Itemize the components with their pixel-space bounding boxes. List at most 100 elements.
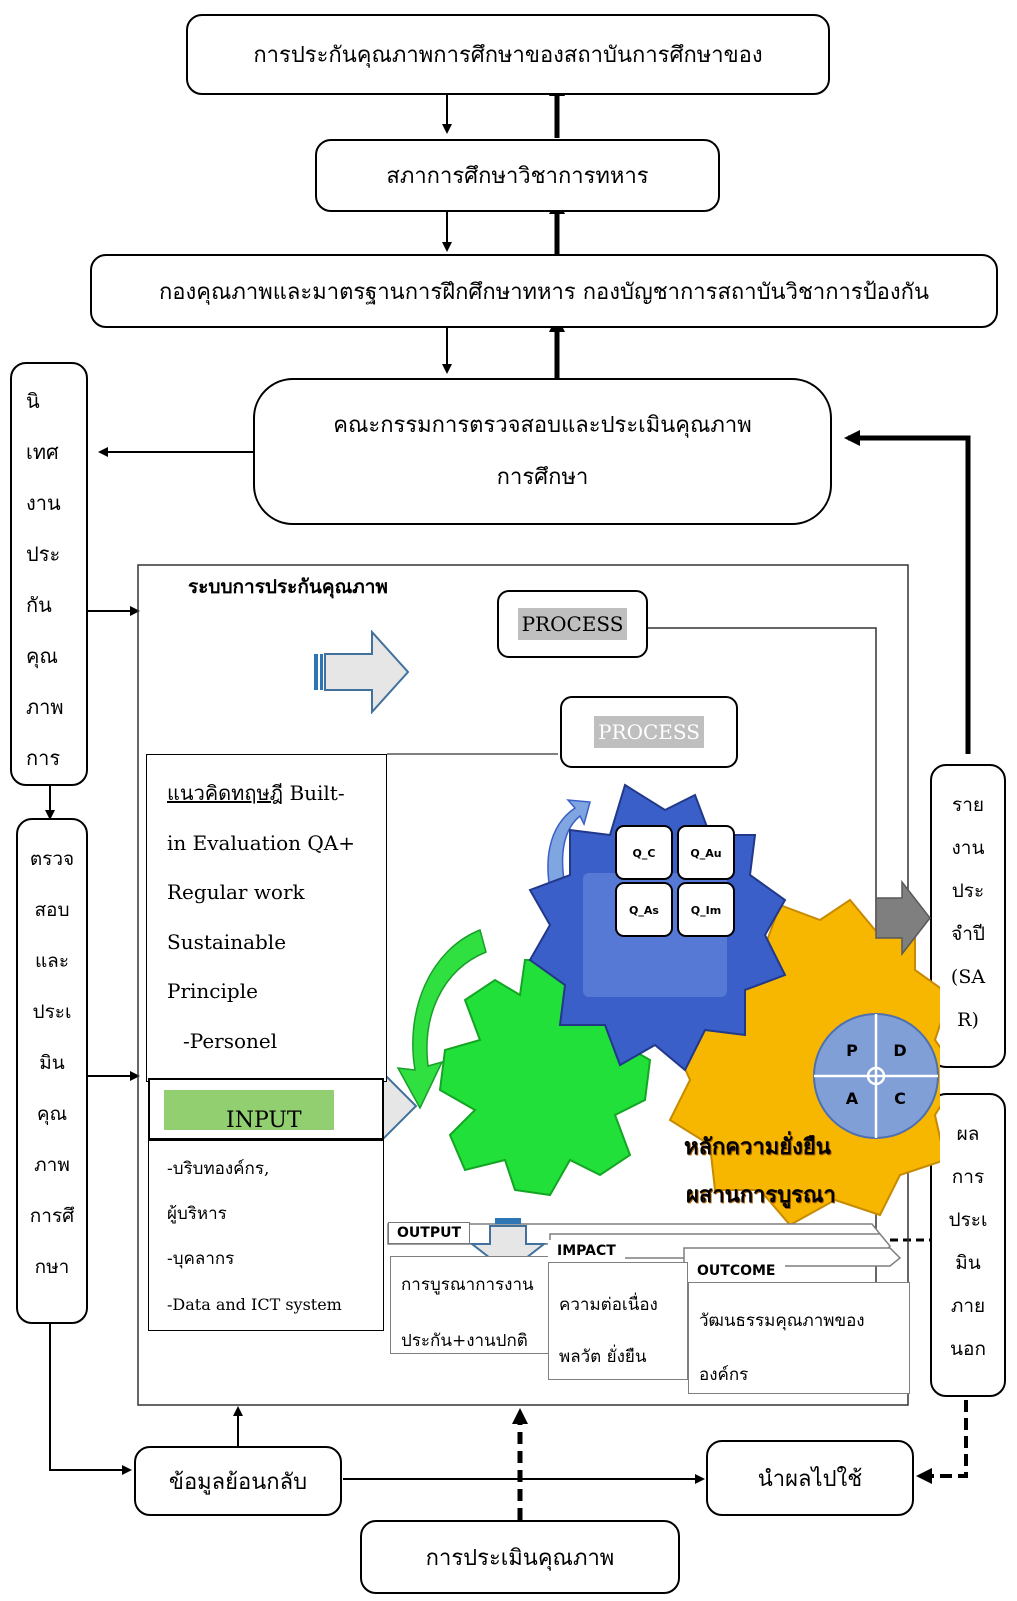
system-title: ระบบการประกันคุณภาพ (188, 576, 388, 598)
q-label-au: Q_Au (690, 847, 721, 860)
external-result-line: มิน (955, 1252, 981, 1274)
council-box: สภาการศึกษาวิชาการทหาร (315, 139, 720, 212)
q-box-c (615, 825, 673, 880)
division-label: กองคุณภาพและมาตรฐานการฝึกศึกษาทหาร กองบั… (158, 279, 929, 305)
concept-line: -Personel (183, 1028, 278, 1053)
sustainability-label-2: ผสานการบูรณา (686, 1183, 836, 1209)
annual-report-box: ราย งาน ประ จำปี (SA R) (930, 764, 1006, 1068)
feedback-box: ข้อมูลย้อนกลับ (134, 1446, 342, 1516)
pdca-p: P (846, 1041, 858, 1060)
audit-line: การศึ (29, 1205, 75, 1227)
pdca-c: C (894, 1089, 906, 1108)
arrow-report-to-committee (844, 430, 971, 754)
input-bar: INPUT (148, 1078, 384, 1140)
supervision-box: นิ เทศ งาน ประ กัน คุณ ภาพ การ (10, 362, 88, 786)
audit-line: กษา (34, 1256, 70, 1278)
input-detail-box: -บริบทองค์กร, ผู้บริหาร -บุคลากร -Data a… (148, 1140, 384, 1331)
division-box: กองคุณภาพและมาตรฐานการฝึกศึกษาทหาร กองบั… (90, 254, 998, 328)
report-arrow (875, 880, 931, 956)
assessment-label: การประเมินคุณภาพ (425, 1545, 615, 1571)
top-institution-label: การประกันคุณภาพการศึกษาของสถาบันการศึกษา… (253, 43, 763, 68)
output-header: OUTPUT (388, 1222, 470, 1244)
outcome-box: วัฒนธรรมคุณภาพของ องค์กร (688, 1282, 910, 1394)
supervision-line: เทศ (26, 440, 59, 464)
use-results-label: นำผลไปใช้ (757, 1466, 863, 1492)
pdca-d: D (893, 1041, 906, 1060)
concept-line: Sustainable (167, 929, 287, 954)
impact-header: IMPACT (548, 1240, 625, 1262)
supervision-line: คุณ (26, 644, 58, 668)
external-result-box: ผล การ ประเ มิน ภาย นอก (930, 1093, 1006, 1397)
process-box-1: PROCESS (497, 590, 648, 658)
input-detail-line: -บุคลากร (167, 1249, 235, 1269)
outcome-line: วัฒนธรรมคุณภาพของ (699, 1311, 865, 1331)
supervision-line: งาน (26, 491, 61, 515)
impact-line: พลวัต ยั่งยืน (559, 1347, 647, 1367)
use-results-box: นำผลไปใช้ (706, 1440, 914, 1516)
input-bar-fill (164, 1090, 334, 1130)
process-box-2: PROCESS (560, 696, 738, 768)
assessment-box: การประเมินคุณภาพ (360, 1520, 680, 1594)
process-arrow-top (314, 630, 410, 714)
outcome-line: องค์กร (699, 1365, 749, 1385)
concept-line: in Evaluation QA+ (167, 830, 355, 855)
audit-line: คุณ (36, 1103, 68, 1125)
annual-report-line: ประ (951, 880, 985, 902)
process-label-1: PROCESS (517, 608, 628, 640)
top-institution-box: การประกันคุณภาพการศึกษาของสถาบันการศึกษา… (186, 14, 830, 95)
pdca-wheel: P D A C (813, 1013, 939, 1139)
q-box-au (677, 825, 735, 880)
q-box-im (677, 882, 735, 937)
output-box: การบูรณาการงาน ประกัน+งานปกติ (390, 1256, 552, 1354)
input-label: INPUT (226, 1108, 302, 1133)
audit-line: ภาพ (34, 1154, 70, 1176)
process-label-2: PROCESS (594, 716, 704, 748)
audit-line: สอบ (34, 899, 70, 921)
impact-line: ความต่อเนื่อง (559, 1295, 658, 1315)
q-label-im: Q_Im (691, 904, 721, 917)
audit-line: ประเ (32, 1001, 72, 1023)
external-result-line: การ (951, 1166, 985, 1188)
committee-box: คณะกรรมการตรวจสอบและประเมินคุณภาพ การศึก… (253, 378, 832, 525)
external-result-line: ภาย (950, 1295, 986, 1317)
output-line: ประกัน+งานปกติ (401, 1331, 528, 1351)
supervision-line: การ (26, 746, 61, 770)
audit-line: ตรวจ (29, 848, 75, 870)
arrow-audit-to-feedback (49, 1324, 132, 1475)
gears-graphic: หลักความยั่งยืน ผสานการบูรณา Q_C Q_Au Q_… (396, 783, 940, 1227)
green-cycle-arrow (396, 928, 487, 1110)
audit-box: ตรวจ สอบ และ ประเ มิน คุณ ภาพ การศึ กษา (16, 818, 88, 1324)
input-detail-line: ผู้บริหาร (167, 1204, 227, 1224)
external-result-line: ประเ (948, 1209, 988, 1231)
feedback-label: ข้อมูลย้อนกลับ (168, 1469, 308, 1495)
supervision-line: ภาพ (26, 695, 64, 719)
annual-report-line: R) (957, 1009, 979, 1031)
external-result-line: ผล (956, 1123, 980, 1145)
arrow-external-to-use (916, 1400, 968, 1484)
supervision-line: กัน (26, 593, 52, 617)
pdca-a: A (846, 1089, 859, 1108)
sustainability-label-1: หลักความยั่งยืน (684, 1130, 831, 1160)
concept-text: Built- (289, 781, 345, 805)
input-detail-line: -บริบทองค์กร, (167, 1159, 270, 1179)
outcome-header: OUTCOME (688, 1260, 785, 1282)
q-box-as (615, 882, 673, 937)
audit-line: มิน (39, 1052, 65, 1074)
output-line: การบูรณาการงาน (401, 1275, 534, 1295)
annual-report-line: งาน (951, 837, 985, 859)
concept-line-1: แนวคิดทฤษฎี Built- (167, 769, 386, 819)
council-label: สภาการศึกษาวิชาการทหาร (386, 164, 649, 189)
concept-underlined: แนวคิดทฤษฎี (167, 781, 284, 805)
supervision-line: ประ (26, 542, 61, 566)
impact-box: ความต่อเนื่อง พลวัต ยั่งยืน (548, 1262, 688, 1380)
supervision-line: นิ (26, 389, 40, 413)
annual-report-line: จำปี (951, 923, 985, 945)
annual-report-line: ราย (951, 794, 984, 816)
committee-label-2: การศึกษา (496, 464, 589, 490)
concept-line: Regular work (167, 880, 305, 904)
q-label-c: Q_C (633, 847, 656, 860)
input-detail-line: -Data and ICT system (167, 1295, 342, 1314)
q-label-as: Q_As (629, 904, 659, 917)
concept-box: แนวคิดทฤษฎี Built- in Evaluation QA+ Reg… (146, 754, 387, 1082)
external-result-line: นอก (950, 1338, 986, 1360)
